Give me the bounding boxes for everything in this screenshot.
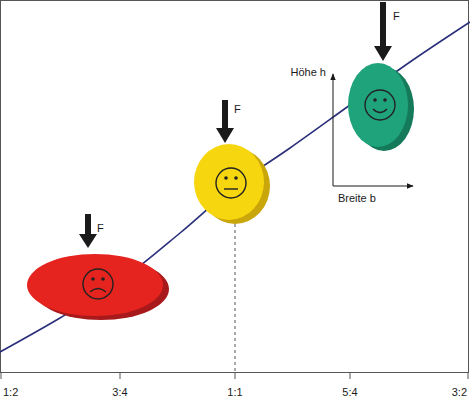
smiley-mouth [224,188,238,189]
tick-mark [235,373,236,379]
smiley-eye [224,176,228,180]
trend-curve [0,22,470,352]
tick-label: 1:1 [227,386,242,399]
smiley-face [365,90,395,120]
red-ellipse [27,254,169,320]
tick-mark [350,373,351,379]
force-arrow [79,214,97,248]
smiley-eye [101,277,105,281]
tick-label: 1:2 [3,386,18,399]
axis-ticks [1,373,468,379]
tick-mark [120,373,121,379]
force-arrow [216,100,234,143]
force-label: F [97,222,104,235]
smiley-eye [234,176,238,180]
force-arrows [79,2,392,248]
chart-frame [1,1,469,373]
ellipse-face [194,144,264,220]
tick-label: 3:4 [112,386,127,399]
ellipse-face [348,63,408,147]
yellow-ellipse [194,144,270,224]
force-arrow [374,2,392,61]
smiley-eye [373,98,377,102]
ellipse-face [27,254,163,316]
tick-label: 3:2 [452,386,467,399]
smiley-eye [91,277,95,281]
width-axis [333,186,413,187]
force-label: F [234,103,241,116]
tick-mark [1,373,2,379]
smiley-mouth [90,289,106,293]
tick-label: 5:4 [342,386,357,399]
smiley-face [216,168,246,198]
smiley-mouth [373,109,387,113]
green-ellipse [348,63,414,151]
tick-mark [468,373,469,379]
axis-label: Höhe h [291,66,326,79]
force-label: F [393,10,400,23]
inset-axes [333,74,413,186]
smiley-eye [383,98,387,102]
smiley-face [83,269,113,299]
reference-line [235,212,236,373]
height-axis [333,74,334,186]
axis-label: Breite b [338,192,376,205]
